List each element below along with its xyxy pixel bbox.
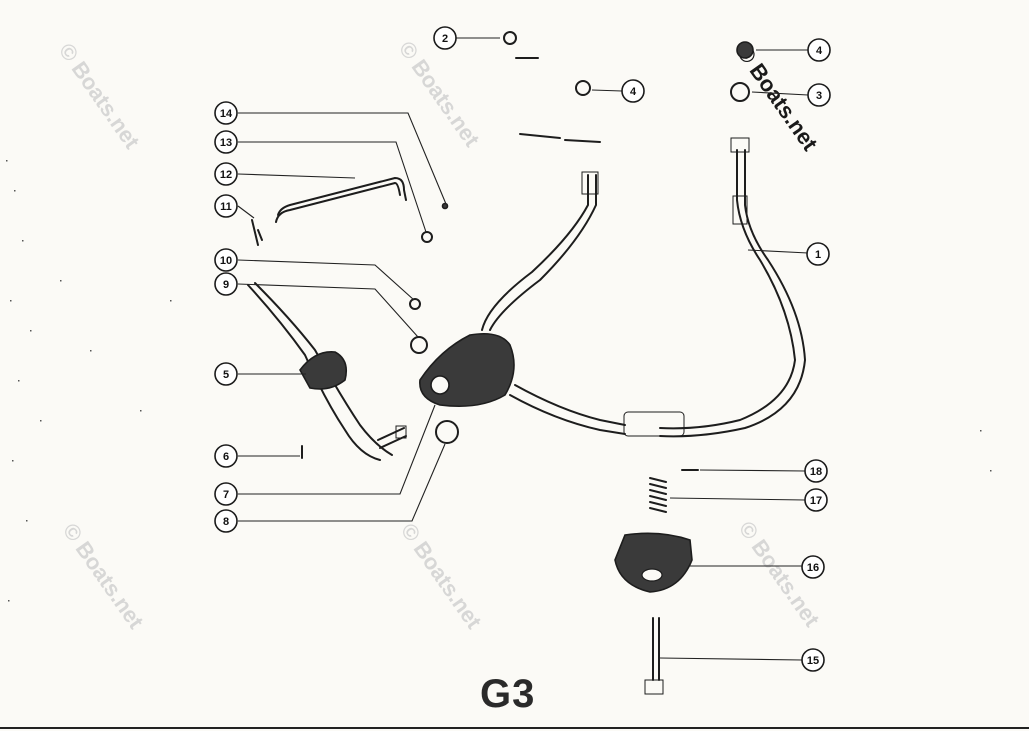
part-tiller-bracket xyxy=(419,137,806,438)
part-housing-16 xyxy=(614,532,693,593)
part-spring-17 xyxy=(649,477,667,513)
part-throttle-lever xyxy=(247,282,407,461)
callout-8: 8 xyxy=(214,509,238,533)
part-rod xyxy=(277,177,407,216)
svg-text:11: 11 xyxy=(220,201,232,213)
callout-14: 14 xyxy=(214,101,238,125)
svg-text:16: 16 xyxy=(807,562,819,574)
svg-text:17: 17 xyxy=(810,495,822,507)
callout-16: 16 xyxy=(801,555,825,579)
svg-text:13: 13 xyxy=(220,137,232,149)
svg-text:1: 1 xyxy=(815,249,821,261)
watermark-top-center: © Boats.net xyxy=(394,37,485,152)
callout-6: 6 xyxy=(214,444,238,468)
callout-11: 11 xyxy=(214,194,238,218)
scan-noise xyxy=(6,160,992,602)
part-washer-10 xyxy=(409,298,421,310)
watermark-bottom-center: © Boats.net xyxy=(396,519,487,634)
svg-text:4: 4 xyxy=(816,45,823,57)
callout-2: 2 xyxy=(433,26,457,50)
callout-4-top: 4 xyxy=(807,38,831,62)
svg-text:15: 15 xyxy=(807,655,819,667)
svg-text:14: 14 xyxy=(220,108,233,120)
svg-text:6: 6 xyxy=(223,451,229,463)
callout-15: 15 xyxy=(801,648,825,672)
part-washer-2 xyxy=(503,31,517,45)
part-nut-4-top xyxy=(736,41,754,59)
part-ball-8 xyxy=(435,420,459,444)
callout-17: 17 xyxy=(804,488,828,512)
callout-3: 3 xyxy=(807,83,831,107)
watermarks: © Boats.net © Boats.net © Boats.net © Bo… xyxy=(54,37,825,634)
svg-text:4: 4 xyxy=(630,86,637,98)
watermark-bottom-left: © Boats.net xyxy=(58,519,149,634)
callout-4-mid: 4 xyxy=(621,79,645,103)
svg-text:2: 2 xyxy=(442,33,448,45)
callout-7: 7 xyxy=(214,482,238,506)
leader-lines xyxy=(237,37,809,661)
svg-text:8: 8 xyxy=(223,516,229,528)
callout-5: 5 xyxy=(214,362,238,386)
callout-1: 1 xyxy=(806,242,830,266)
callout-13: 13 xyxy=(214,130,238,154)
diagram-label: G3 xyxy=(480,672,536,716)
part-pin-14 xyxy=(441,202,449,210)
part-washer-4 xyxy=(575,80,591,96)
part-clip-11 xyxy=(251,219,263,246)
callout-10: 10 xyxy=(214,248,238,272)
svg-text:12: 12 xyxy=(220,169,232,181)
callout-12: 12 xyxy=(214,162,238,186)
svg-text:7: 7 xyxy=(223,489,229,501)
svg-text:3: 3 xyxy=(816,90,822,102)
svg-text:10: 10 xyxy=(220,255,232,267)
part-bolt-15 xyxy=(644,617,664,695)
callout-18: 18 xyxy=(804,459,828,483)
svg-text:18: 18 xyxy=(810,466,822,478)
svg-text:5: 5 xyxy=(223,369,229,381)
svg-text:9: 9 xyxy=(223,279,229,291)
part-washer-9 xyxy=(410,336,428,354)
part-washer-13 xyxy=(421,231,433,243)
callout-9: 9 xyxy=(214,272,238,296)
watermark-top-left: © Boats.net xyxy=(54,39,145,154)
part-washer-3 xyxy=(730,82,750,102)
